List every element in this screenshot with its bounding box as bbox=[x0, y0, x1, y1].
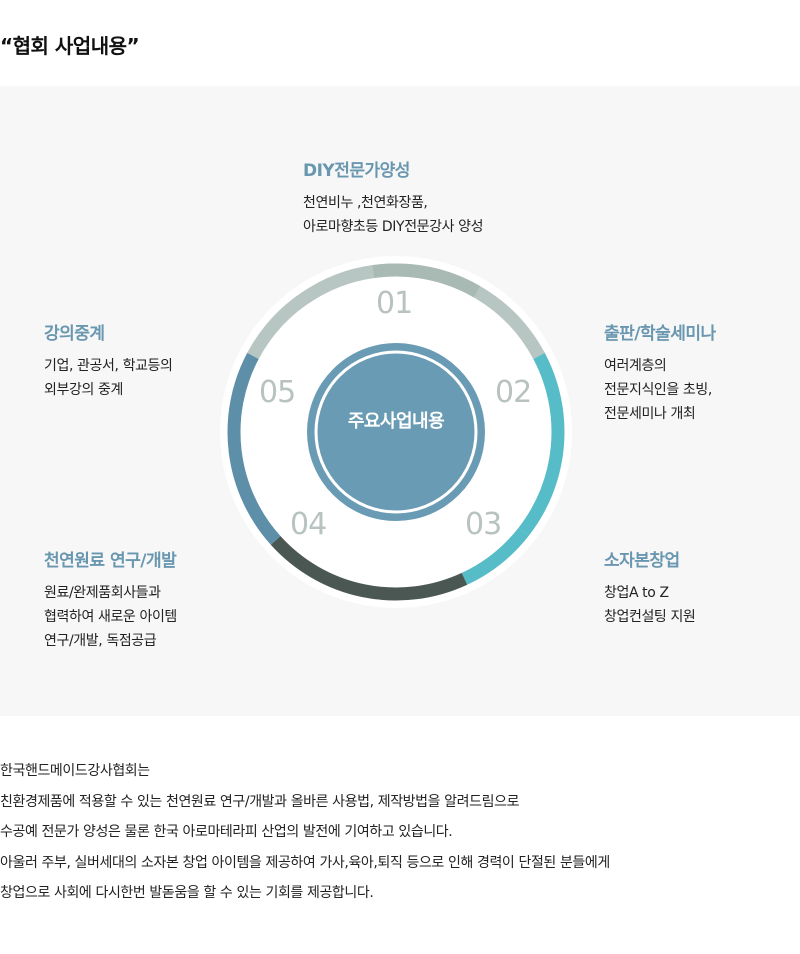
segment-item-diy: DIY전문가양성 천연비누 ,천연화장품, 아로마향초등 DIY전문강사 양성 bbox=[303, 156, 484, 239]
segment-desc-line: 전문세미나 개최 bbox=[604, 406, 696, 422]
intro-line: 수공예 전문가 양성은 물론 한국 아로마테라피 산업의 발전에 기여하고 있습… bbox=[0, 824, 453, 840]
association-intro: 한국핸드메이드강사협회는 친환경제품에 적용할 수 있는 천연원료 연구/개발과… bbox=[0, 756, 800, 909]
ring-segment-3 bbox=[461, 527, 529, 585]
segment-item-research: 천연원료 연구/개발 원료/완제품회사들과 협력하여 새로운 아이템 연구/개발… bbox=[44, 546, 177, 653]
segment-number-01: 01 bbox=[376, 286, 413, 321]
intro-line: 한국핸드메이드강사협회는 bbox=[0, 763, 150, 779]
segment-title: DIY전문가양성 bbox=[303, 161, 410, 181]
ring-segment-2 bbox=[518, 352, 565, 536]
ring-segment-1-shade bbox=[372, 263, 481, 298]
segment-desc-line: 창업A to Z bbox=[604, 585, 669, 601]
business-ring-diagram bbox=[220, 256, 572, 608]
segment-number-02: 02 bbox=[495, 375, 532, 410]
ring-segment-5 bbox=[227, 352, 281, 545]
segment-number-04: 04 bbox=[290, 507, 327, 542]
center-circle-line bbox=[314, 350, 478, 514]
segment-title: 소자본창업 bbox=[604, 551, 680, 571]
segment-title: 천연원료 연구/개발 bbox=[44, 551, 177, 571]
intro-line: 아울러 주부, 실버세대의 소자본 창업 아이템을 제공하여 가사,육아,퇴직 … bbox=[0, 854, 610, 871]
segment-desc-line: 기업, 관공서, 학교등의 bbox=[44, 358, 173, 374]
segment-desc-line: 천연비누 ,천연화장품, bbox=[303, 195, 428, 211]
segment-desc-line: 창업컨설팅 지원 bbox=[604, 609, 696, 625]
segment-item-lecture: 강의중계 기업, 관공서, 학교등의 외부강의 중계 bbox=[44, 319, 173, 402]
segment-number-05: 05 bbox=[259, 375, 296, 410]
segment-desc-line: 전문지식인을 초빙, bbox=[604, 382, 712, 398]
segment-desc-line: 외부강의 중계 bbox=[44, 382, 123, 398]
segment-item-seminar: 출판/학술세미나 여러계층의 전문지식인을 초빙, 전문세미나 개최 bbox=[604, 319, 716, 426]
segment-title: 강의중계 bbox=[44, 324, 105, 344]
intro-line: 친환경제품에 적용할 수 있는 천연원료 연구/개발과 올바른 사용법, 제작방… bbox=[0, 793, 520, 810]
segment-desc-line: 연구/개발, 독점공급 bbox=[44, 633, 157, 649]
segment-title: 출판/학술세미나 bbox=[604, 324, 716, 344]
segment-desc-line: 여러계층의 bbox=[604, 358, 667, 374]
ring-segments bbox=[227, 263, 565, 601]
ring-segment-4 bbox=[270, 536, 468, 601]
center-label: 주요사업내용 bbox=[347, 411, 445, 432]
center-circle-outer bbox=[307, 343, 485, 521]
intro-line: 창업으로 사회에 다시한번 발돋움을 할 수 있는 기회를 제공합니다. bbox=[0, 885, 374, 901]
segment-desc-line: 협력하여 새로운 아이템 bbox=[44, 609, 177, 625]
segment-desc-line: 원료/완제품회사들과 bbox=[44, 585, 161, 601]
segment-number-03: 03 bbox=[465, 507, 502, 542]
segment-desc-line: 아로마향초등 DIY전문강사 양성 bbox=[303, 219, 484, 235]
segment-item-startup: 소자본창업 창업A to Z 창업컨설팅 지원 bbox=[604, 546, 696, 629]
business-diagram-panel: 주요사업내용 01 02 03 04 05 DIY전문가양성 천연비누 ,천연화… bbox=[0, 86, 800, 716]
page-title: “협회 사업내용” bbox=[0, 34, 140, 58]
